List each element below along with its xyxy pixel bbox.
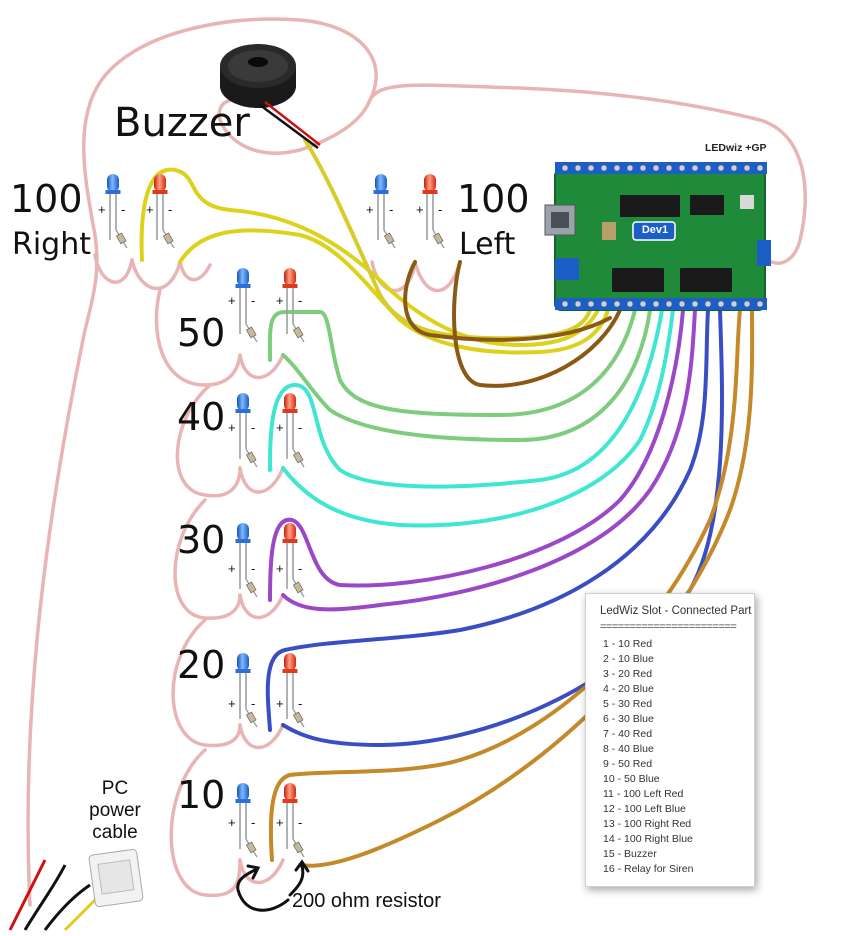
wire-brown-2 — [452, 260, 622, 388]
svg-text:+: + — [228, 815, 236, 830]
wire-brown-1 — [403, 260, 612, 342]
legend-item: 11 - 100 Left Red — [603, 788, 684, 800]
led10-label: 10 — [177, 773, 225, 817]
led-20-blue — [234, 652, 258, 728]
legend-item: 10 - 50 Blue — [603, 773, 660, 785]
led20-label: 20 — [177, 643, 225, 687]
led-30-blue — [234, 522, 258, 598]
svg-text:-: - — [298, 420, 302, 435]
svg-text:+: + — [276, 696, 284, 711]
wire-yellow-2 — [178, 228, 610, 355]
legend-item: 8 - 40 Blue — [603, 743, 654, 755]
svg-text:-: - — [438, 202, 442, 217]
legend-item: 5 - 30 Red — [603, 698, 653, 710]
pc-label-line-2: power — [89, 800, 141, 821]
legend-item: 12 - 100 Left Blue — [603, 803, 686, 815]
led-20-red — [281, 652, 305, 728]
svg-text:-: - — [251, 696, 255, 711]
legend-item: 4 - 20 Blue — [603, 683, 654, 695]
buzzer-icon — [220, 44, 321, 150]
svg-text:-: - — [251, 561, 255, 576]
svg-text:-: - — [251, 420, 255, 435]
wire-purple-2 — [281, 308, 697, 612]
legend-item: 3 - 20 Red — [603, 668, 653, 680]
legend-item: 15 - Buzzer — [603, 848, 657, 860]
svg-text:+: + — [98, 202, 106, 217]
led50-label: 50 — [177, 311, 225, 355]
buzzer-label: Buzzer — [114, 100, 250, 146]
wire-orange-1 — [268, 308, 742, 862]
led30-label: 30 — [177, 518, 225, 562]
legend-separator: ======================= — [600, 621, 737, 633]
pc-label-line-3: cable — [92, 822, 138, 843]
resistor-label: 200 ohm resistor — [292, 890, 441, 912]
svg-text:+: + — [276, 293, 284, 308]
svg-text:+: + — [228, 696, 236, 711]
led100-left-word: Left — [459, 227, 516, 262]
svg-text:+: + — [276, 561, 284, 576]
svg-text:-: - — [168, 202, 172, 217]
ground-wire-outline — [26, 17, 807, 907]
svg-text:+: + — [228, 561, 236, 576]
led100-right-number: 100 — [10, 177, 83, 221]
svg-text:+: + — [366, 202, 374, 217]
wire-cyan-2 — [281, 308, 675, 528]
svg-text:+: + — [146, 202, 154, 217]
svg-text:-: - — [251, 815, 255, 830]
resistor-pointer-arrows — [236, 859, 310, 912]
wire-blue-1 — [265, 308, 710, 732]
svg-text:-: - — [389, 202, 393, 217]
legend-item: 16 - Relay for Siren — [603, 863, 694, 875]
pc-power-cable-label: PC power cable — [75, 778, 155, 844]
svg-text:+: + — [276, 815, 284, 830]
svg-text:+: + — [416, 202, 424, 217]
led40-label: 40 — [177, 395, 225, 439]
wire-yellow-1 — [139, 167, 600, 347]
legend-item: 13 - 100 Right Red — [603, 818, 692, 830]
legend-item: 6 - 30 Blue — [603, 713, 654, 725]
wire-purple-1 — [268, 308, 685, 602]
polarity-signs: +- +- +- +- +- +- +- +- +- +- +- +- +- +… — [98, 202, 442, 830]
led100-right-word: Right — [12, 227, 91, 262]
slot-legend: LedWiz Slot - Connected Part ===========… — [585, 593, 755, 887]
legend-item: 2 - 10 Blue — [603, 653, 654, 665]
svg-text:+: + — [228, 420, 236, 435]
wire-green-1 — [267, 308, 637, 417]
legend-item: 1 - 10 Red — [603, 638, 653, 650]
led-30-red — [281, 522, 305, 598]
legend-item: 7 - 40 Red — [603, 728, 653, 740]
wire-green-2 — [281, 308, 652, 442]
wire-cyan-1 — [268, 308, 664, 489]
svg-text:+: + — [228, 293, 236, 308]
svg-text:+: + — [276, 420, 284, 435]
svg-text:-: - — [298, 815, 302, 830]
legend-item: 9 - 50 Red — [603, 758, 653, 770]
ledwiz-board — [544, 162, 771, 311]
wire-yellow-3 — [303, 138, 592, 341]
legend-item: 14 - 100 Right Blue — [603, 833, 693, 845]
pc-power-connector-icon — [8, 848, 144, 932]
led100-left-number: 100 — [457, 177, 530, 221]
board-badge: Dev1 — [641, 224, 669, 236]
svg-text:-: - — [298, 293, 302, 308]
board-name: LEDwiz +GP — [705, 142, 767, 154]
svg-text:-: - — [298, 696, 302, 711]
svg-text:-: - — [298, 561, 302, 576]
legend-title: LedWiz Slot - Connected Part — [600, 605, 752, 617]
pc-label-line-1: PC — [101, 778, 129, 799]
svg-text:-: - — [121, 202, 125, 217]
svg-text:-: - — [251, 293, 255, 308]
